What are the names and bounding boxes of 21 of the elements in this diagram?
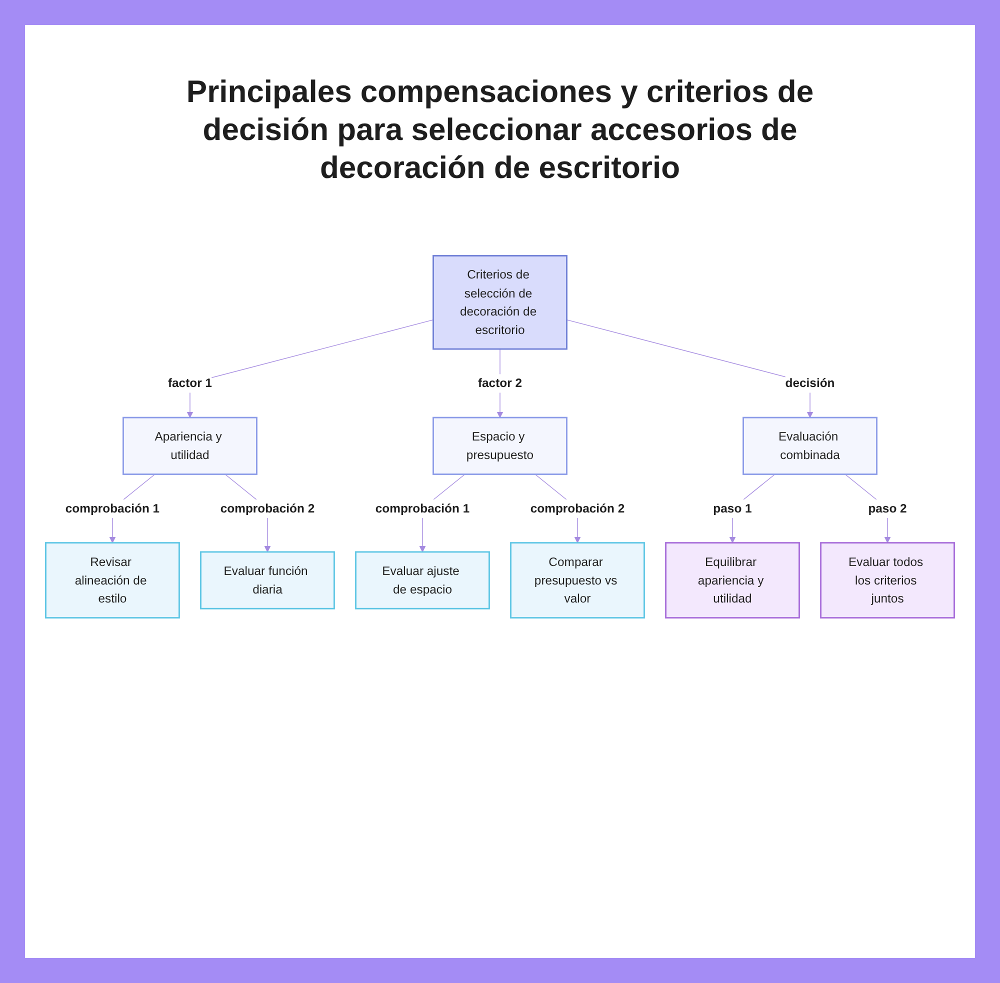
node-box: Criterios de selección de decoración de escritorio [432,255,568,350]
edge-label: comprobación 1 [65,502,160,516]
edge-label: paso 2 [868,502,907,516]
node-box: Espacio y presupuesto [432,416,568,475]
node-box: Comparar presupuesto vs valor [510,542,645,618]
arrow [186,319,434,418]
node-box: Evaluación combinada [742,416,878,475]
edge-label: comprobación 2 [530,502,625,516]
edge-label: comprobación 2 [220,502,315,516]
node-box: Equilibrar apariencia y utilidad [665,542,800,618]
edge-label: decisión [785,376,835,390]
node-box: Revisar alineación de estilo [45,542,180,618]
edge-label: factor 1 [168,376,212,390]
node-box: Evaluar función diaria [200,551,335,610]
diagram-title: Principales compensaciones y criterios de decisión para seleccionar accesorios de decoración de escritorio [185,73,815,186]
edge-label: factor 2 [478,376,522,390]
edge-label: comprobación 1 [375,502,470,516]
node-box: Evaluar ajuste de espacio [355,551,490,610]
edge-label: paso 1 [713,502,752,516]
node-box: Evaluar todos los criterios juntos [820,542,955,618]
node-box: Apariencia y utilidad [122,416,258,475]
